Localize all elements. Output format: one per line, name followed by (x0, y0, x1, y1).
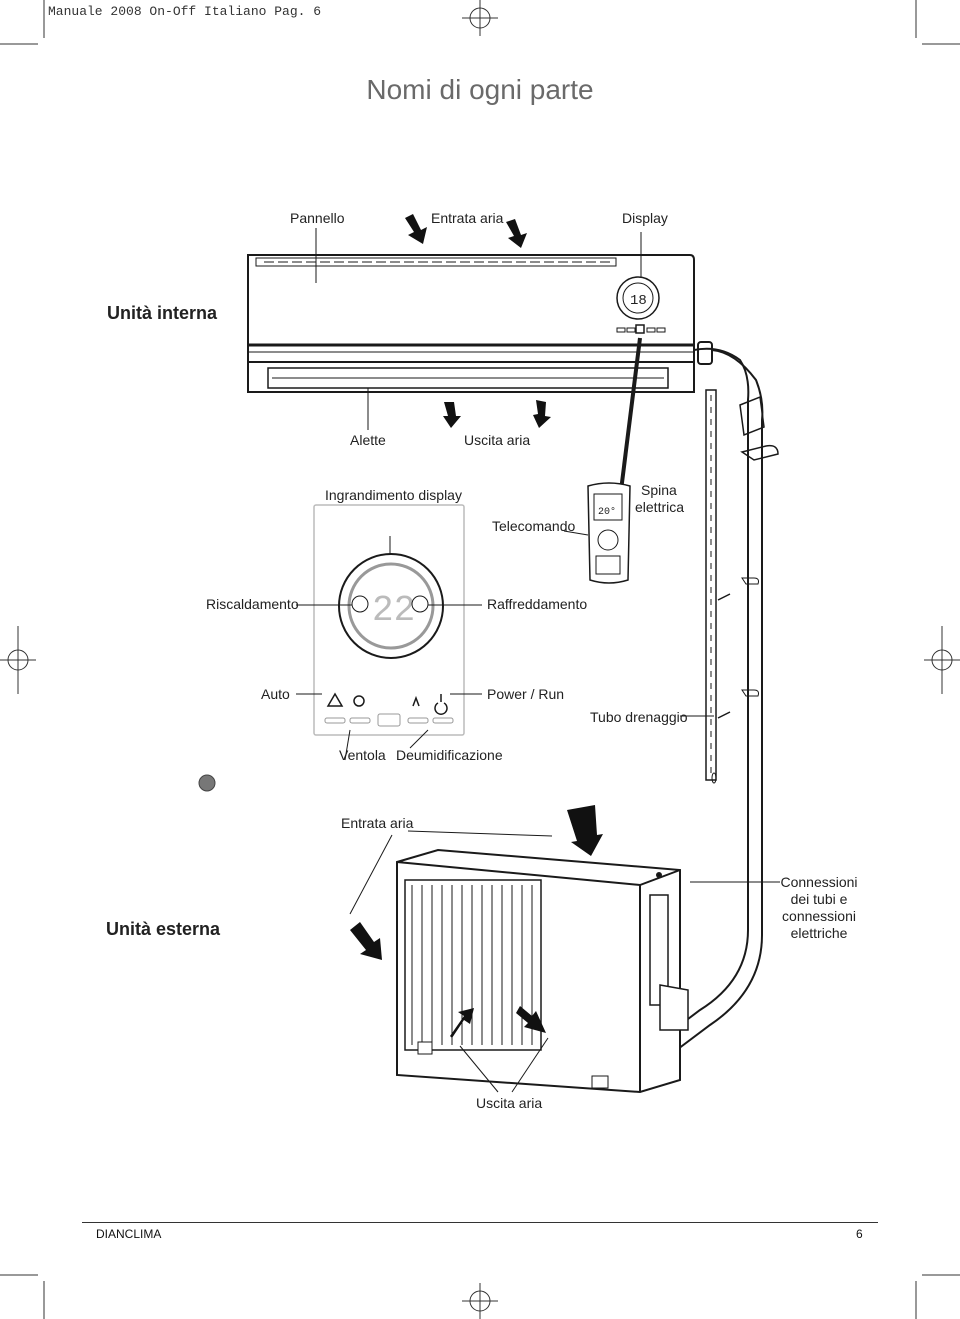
label-uscita-aria-outdoor: Uscita aria (476, 1095, 543, 1111)
outdoor-air-inlet-arrow-1 (350, 922, 382, 960)
air-inlet-arrow-1 (405, 214, 427, 244)
outdoor-unit-heading: Unità esterna (106, 919, 221, 939)
footer-rule (82, 1222, 878, 1223)
label-deumidificazione: Deumidificazione (396, 747, 503, 763)
svg-text:20°: 20° (598, 506, 616, 518)
outdoor-air-outlet-arrow-1 (450, 1008, 474, 1038)
label-entrata-aria-indoor: Entrata aria (431, 210, 504, 226)
air-outlet-arrow-1 (443, 402, 461, 428)
svg-text:22: 22 (372, 590, 415, 631)
print-header: Manuale 2008 On-Off Italiano Pag. 6 (48, 4, 322, 19)
label-spina-line2: elettrica (635, 499, 685, 515)
label-display: Display (622, 210, 668, 226)
page-title: Nomi di ogni parte (366, 74, 594, 105)
remote-leader-line (563, 530, 589, 536)
outdoor-air-inlet-arrow-2 (567, 805, 603, 856)
outdoor-unit-drawing (396, 848, 689, 1094)
label-entrata-aria-outdoor: Entrata aria (341, 815, 414, 831)
label-pannello: Pannello (290, 210, 345, 226)
label-ventola: Ventola (339, 747, 386, 763)
label-uscita-aria-indoor: Uscita aria (464, 432, 531, 448)
outdoor-air-outlet-arrow-2 (516, 1006, 546, 1033)
label-ingrandimento-display: Ingrandimento display (325, 487, 462, 503)
footer-brand: DIANCLIMA (96, 1227, 162, 1241)
registration-mark-top (462, 0, 498, 36)
outdoor-leader-lines (349, 830, 780, 1093)
indoor-unit-heading: Unità interna (107, 303, 218, 323)
label-connessioni: Connessioni dei tubi e connessioni elett… (780, 874, 858, 941)
display-enlargement-panel: 22 (313, 504, 465, 736)
footer-page-number: 6 (856, 1227, 863, 1241)
air-outlet-arrow-2 (533, 400, 551, 428)
label-tubo-drenaggio: Tubo drenaggio (590, 709, 688, 725)
label-raffreddamento: Raffreddamento (487, 596, 588, 612)
piping-drain (659, 341, 779, 1056)
label-spina-line1: Spina (641, 482, 677, 498)
label-power-run: Power / Run (487, 686, 565, 702)
label-alette: Alette (350, 432, 386, 448)
indoor-unit-drawing: 18 (247, 254, 695, 393)
air-inlet-arrow-2 (506, 219, 527, 248)
registration-mark-bottom (462, 1283, 498, 1319)
remote-control-drawing: 20° (587, 482, 631, 584)
label-riscaldamento: Riscaldamento (206, 596, 299, 612)
label-auto: Auto (261, 686, 290, 702)
label-telecomando: Telecomando (492, 518, 576, 534)
registration-mark-right (924, 626, 960, 694)
registration-mark-left (0, 626, 36, 694)
svg-text:18: 18 (630, 293, 647, 309)
indicator-dot (198, 774, 216, 792)
display-leader-lines (296, 536, 714, 761)
